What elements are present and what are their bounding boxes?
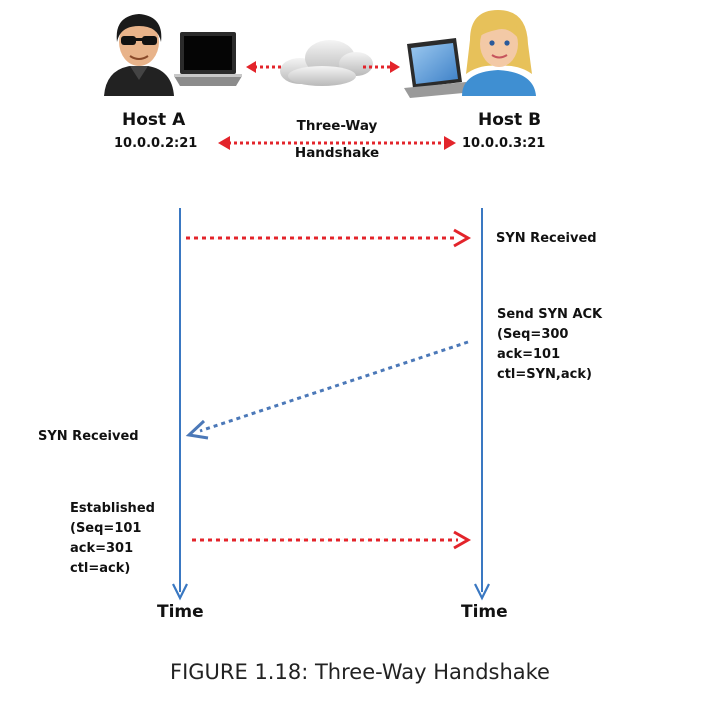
host-a-time-label: Time (157, 602, 204, 622)
laptop-icon (404, 38, 474, 98)
connection-label-line1: Three-Way (296, 118, 378, 134)
host-b-syn-received: SYN Received (496, 231, 597, 246)
network-link-arrow (246, 61, 400, 73)
host-b-timeline (474, 208, 490, 601)
host-a-syn-received: SYN Received (38, 429, 139, 444)
woman-avatar-icon (462, 10, 536, 96)
host-b-address: 10.0.0.3:21 (462, 136, 546, 151)
laptop-icon (174, 32, 242, 86)
host-a-established: Established (Seq=101 ack=301 ctl=ack) (70, 499, 155, 579)
syn-ack-ctl: ctl=SYN,ack) (497, 367, 592, 382)
established-title: Established (70, 501, 155, 516)
host-a-name: Host A (122, 110, 186, 130)
connection-arrow (218, 136, 456, 150)
established-seq: (Seq=101 (70, 521, 142, 536)
host-a-timeline (172, 208, 188, 601)
hacker-avatar-icon (104, 14, 174, 96)
figure-caption: FIGURE 1.18: Three-Way Handshake (170, 660, 550, 684)
cloud-icon (280, 40, 373, 86)
syn-ack-ack: ack=101 (497, 347, 561, 362)
host-a-address: 10.0.0.2:21 (114, 136, 198, 151)
syn-ack-title: Send SYN ACK (497, 307, 603, 322)
established-ack: ack=301 (70, 541, 134, 556)
syn-ack-seq: (Seq=300 (497, 327, 569, 342)
ack-arrow (192, 530, 472, 550)
host-b-name: Host B (478, 110, 542, 130)
connection-label-line2: Handshake (294, 145, 380, 161)
host-b-time-label: Time (461, 602, 508, 622)
host-b-send-syn-ack: Send SYN ACK (Seq=300 ack=101 ctl=SYN,ac… (497, 305, 602, 385)
established-ctl: ctl=ack) (70, 561, 131, 576)
syn-arrow (186, 228, 472, 248)
syn-ack-arrow (185, 340, 469, 440)
